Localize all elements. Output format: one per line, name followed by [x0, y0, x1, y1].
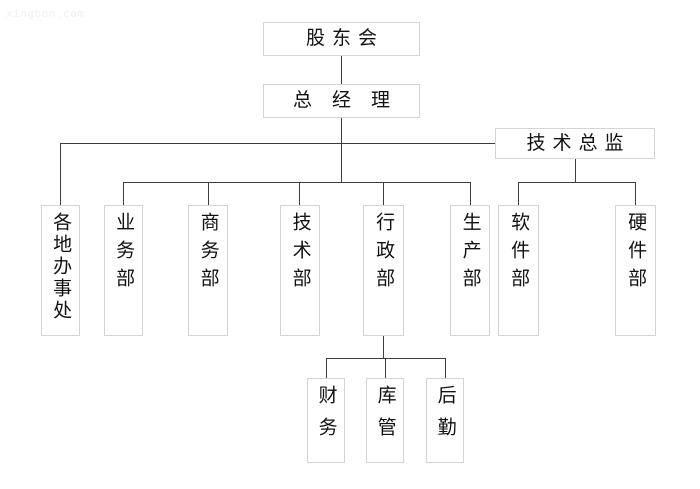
- node-production-dept-label: 生产部: [459, 212, 482, 296]
- connector-drop-technology-dept: [299, 182, 300, 205]
- connector-admin-stem: [383, 335, 384, 358]
- connector-td-bus: [518, 182, 635, 183]
- connector-drop-business-dept: [123, 182, 124, 205]
- connector-drop-production-dept: [470, 182, 471, 205]
- node-software-dept[interactable]: 软件部: [498, 205, 539, 336]
- node-technology-dept[interactable]: 技术部: [280, 205, 320, 336]
- connector-gm-stem: [341, 117, 342, 183]
- watermark-text: xingbon.com: [6, 7, 85, 20]
- connector-drop-commerce-dept: [208, 182, 209, 205]
- node-technical-director-label: 技术总监: [526, 131, 631, 154]
- node-hardware-dept[interactable]: 硬件部: [615, 205, 656, 336]
- connector-top-bus: [60, 143, 496, 144]
- node-regional-offices[interactable]: 各地办事处: [41, 205, 80, 336]
- connector-drop-logistics: [445, 358, 446, 378]
- node-logistics-label: 后勤: [434, 385, 457, 449]
- node-admin-dept-label: 行政部: [373, 212, 396, 296]
- node-technical-director[interactable]: 技术总监: [495, 128, 655, 159]
- node-production-dept[interactable]: 生产部: [450, 205, 490, 336]
- connector-drop-finance: [326, 358, 327, 378]
- node-finance[interactable]: 财务: [307, 378, 345, 463]
- node-finance-label: 财务: [315, 385, 338, 449]
- connector-drop-software-dept: [518, 182, 519, 205]
- node-technology-dept-label: 技术部: [289, 212, 312, 296]
- node-general-manager[interactable]: 总 经 理: [263, 84, 420, 118]
- node-regional-offices-label: 各地办事处: [50, 212, 73, 322]
- node-shareholders[interactable]: 股东会: [263, 22, 420, 56]
- node-business-dept-label: 业务部: [113, 212, 136, 296]
- node-commerce-dept-label: 商务部: [197, 212, 220, 296]
- node-software-dept-label: 软件部: [508, 212, 531, 296]
- connector-drop-hardware-dept: [635, 182, 636, 205]
- connector-dept-bus: [123, 182, 470, 183]
- connector-drop-admin-dept: [383, 182, 384, 205]
- connector-drop-regional-offices: [60, 143, 61, 205]
- node-commerce-dept[interactable]: 商务部: [188, 205, 228, 336]
- connector-drop-warehouse: [385, 358, 386, 378]
- node-hardware-dept-label: 硬件部: [625, 212, 648, 296]
- node-admin-dept[interactable]: 行政部: [363, 205, 404, 336]
- node-business-dept[interactable]: 业务部: [104, 205, 143, 336]
- connector-shareholders-to-gm: [341, 55, 342, 84]
- node-shareholders-label: 股东会: [305, 27, 384, 50]
- node-warehouse[interactable]: 库管: [366, 378, 404, 463]
- node-warehouse-label: 库管: [374, 385, 397, 449]
- connector-td-stem: [575, 158, 576, 182]
- node-logistics[interactable]: 后勤: [426, 378, 464, 463]
- node-general-manager-label: 总 经 理: [292, 89, 398, 112]
